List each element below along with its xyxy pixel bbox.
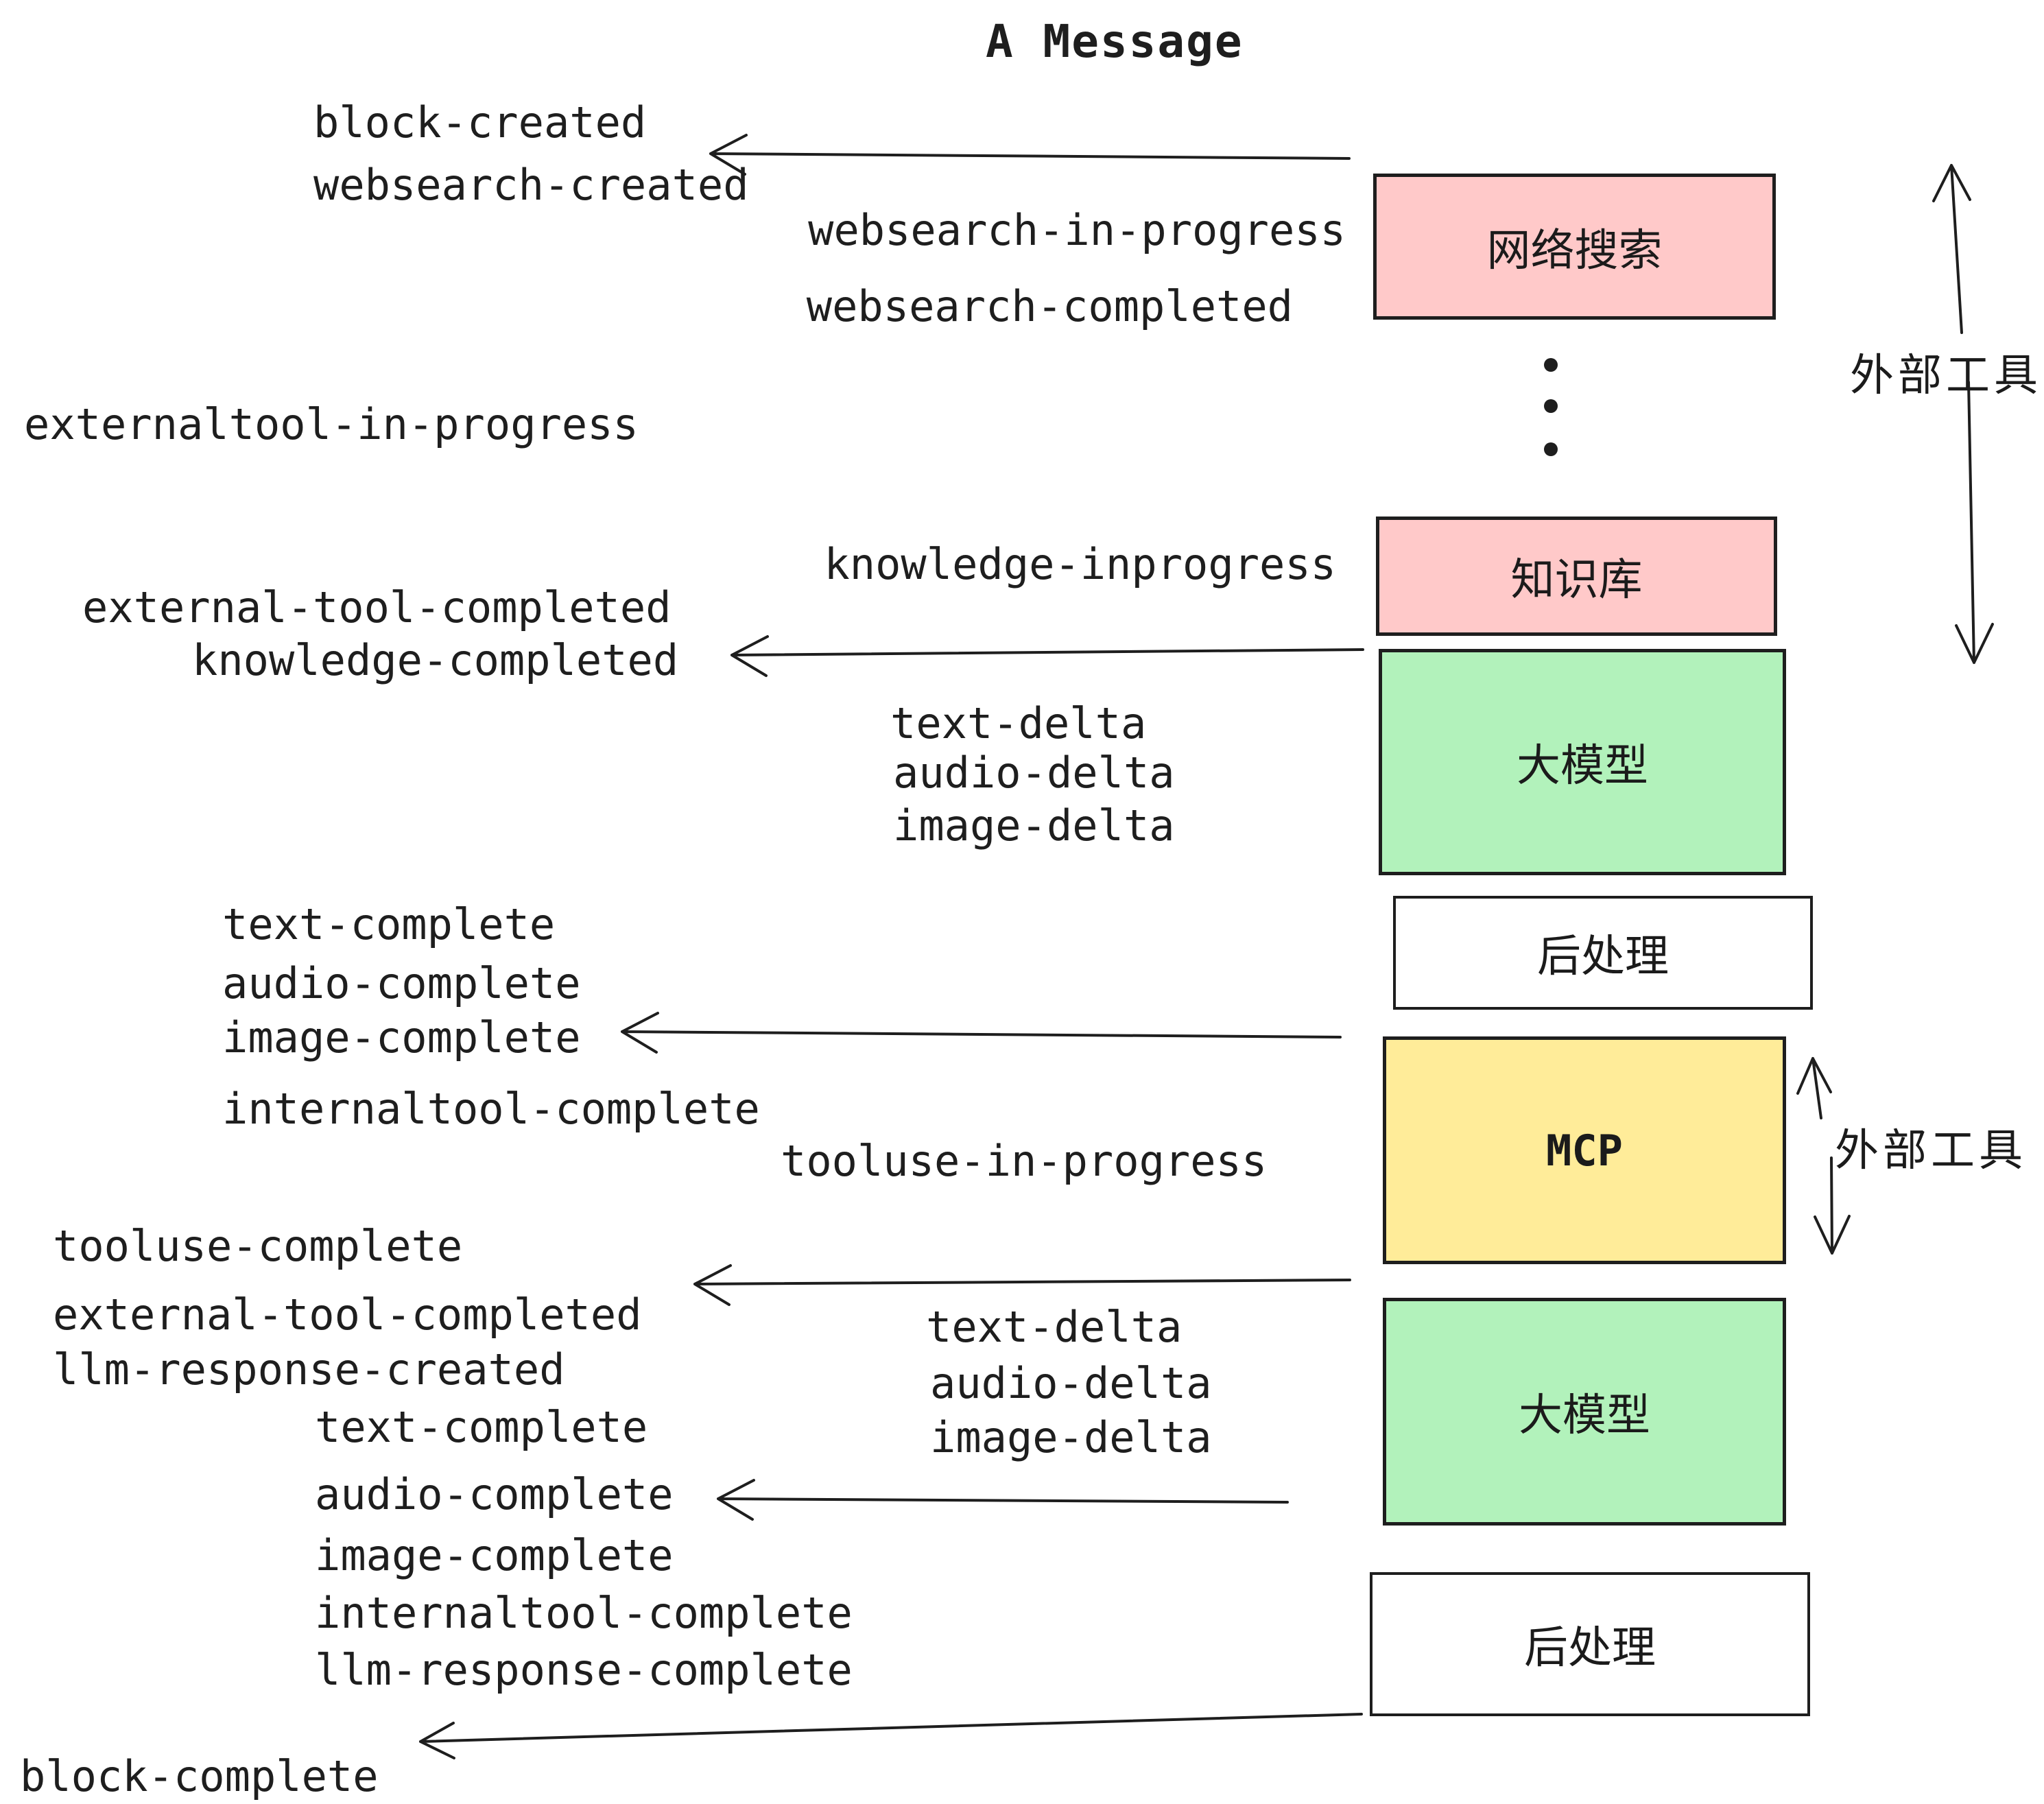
event-label-knowledge-inprogress: knowledge-inprogress xyxy=(824,539,1336,589)
box-postprocess-1: 后处理 xyxy=(1393,896,1813,1010)
event-label-text-delta: text-delta xyxy=(890,698,1147,748)
event-label-text-complete-2: text-complete xyxy=(315,1402,648,1452)
event-label-audio-delta: audio-delta xyxy=(893,748,1175,798)
event-label-audio-complete: audio-complete xyxy=(222,958,581,1008)
arrow-to-image-complete xyxy=(621,1012,1342,1054)
event-label-internaltool-complete: internaltool-complete xyxy=(222,1084,760,1134)
box-knowledge-base-label: 知识库 xyxy=(1510,555,1643,606)
box-llm-1: 大模型 xyxy=(1379,649,1786,875)
box-llm-2-label: 大模型 xyxy=(1519,1390,1650,1441)
external-tools-up-arrow xyxy=(1932,164,1971,334)
event-label-externaltool-in-progress: externaltool-in-progress xyxy=(24,399,639,449)
event-label-block-created: block-created xyxy=(313,97,647,147)
box-websearch-label: 网络搜索 xyxy=(1486,225,1663,276)
event-label-websearch-in-progress: websearch-in-progress xyxy=(808,205,1346,255)
event-label-external-tool-completed: external-tool-completed xyxy=(82,582,672,632)
mcp-external-tools-up-arrow xyxy=(1796,1057,1832,1119)
box-websearch: 网络搜索 xyxy=(1373,174,1776,320)
event-label-llm-response-created: llm-response-created xyxy=(53,1344,565,1394)
event-label-image-complete: image-complete xyxy=(222,1012,581,1063)
event-label-block-complete: block-complete xyxy=(20,1751,379,1801)
box-llm-2: 大模型 xyxy=(1383,1298,1786,1526)
event-label-text-complete: text-complete xyxy=(222,899,556,949)
event-label-audio-complete-2: audio-complete xyxy=(315,1469,674,1519)
event-label-image-delta: image-delta xyxy=(893,800,1175,851)
event-label-audio-delta-2: audio-delta xyxy=(930,1358,1212,1408)
arrow-to-block-complete xyxy=(419,1713,1363,1759)
arrow-to-block-created xyxy=(709,134,1351,176)
arrow-to-knowledge-completed xyxy=(730,635,1364,677)
arrow-to-tooluse-complete xyxy=(693,1264,1351,1306)
event-label-tooluse-in-progress: tooluse-in-progress xyxy=(781,1136,1268,1186)
event-label-llm-response-complete: llm-response-complete xyxy=(315,1645,853,1695)
box-llm-1-label: 大模型 xyxy=(1517,741,1648,792)
external-tools-label-2: 外部工具 xyxy=(1835,1126,2027,1176)
event-label-text-delta-2: text-delta xyxy=(926,1302,1183,1352)
event-label-internaltool-complete-2: internaltool-complete xyxy=(315,1588,853,1638)
box-knowledge-base: 知识库 xyxy=(1376,517,1777,636)
external-tools-label-1: 外部工具 xyxy=(1850,351,2042,401)
event-label-image-complete-2: image-complete xyxy=(315,1530,674,1580)
event-label-websearch-completed: websearch-completed xyxy=(806,281,1293,331)
box-mcp-label: MCP xyxy=(1546,1125,1623,1176)
box-mcp: MCP xyxy=(1383,1036,1786,1264)
event-label-knowledge-completed: knowledge-completed xyxy=(192,635,679,685)
arrow-to-audio-complete xyxy=(717,1479,1289,1521)
box-postprocess-1-label: 后处理 xyxy=(1537,931,1669,982)
diagram-title: A Message xyxy=(986,15,1244,68)
event-label-tooluse-complete: tooluse-complete xyxy=(53,1221,463,1271)
event-label-websearch-created: websearch-created xyxy=(313,160,749,210)
event-label-image-delta-2: image-delta xyxy=(930,1412,1212,1462)
box-postprocess-2-label: 后处理 xyxy=(1524,1623,1656,1674)
event-label-external-tool-completed-2: external-tool-completed xyxy=(53,1290,642,1340)
ellipsis-dots-icon xyxy=(1544,358,1558,456)
external-tools-down-arrow xyxy=(1955,381,1994,664)
box-postprocess-2: 后处理 xyxy=(1370,1572,1810,1716)
